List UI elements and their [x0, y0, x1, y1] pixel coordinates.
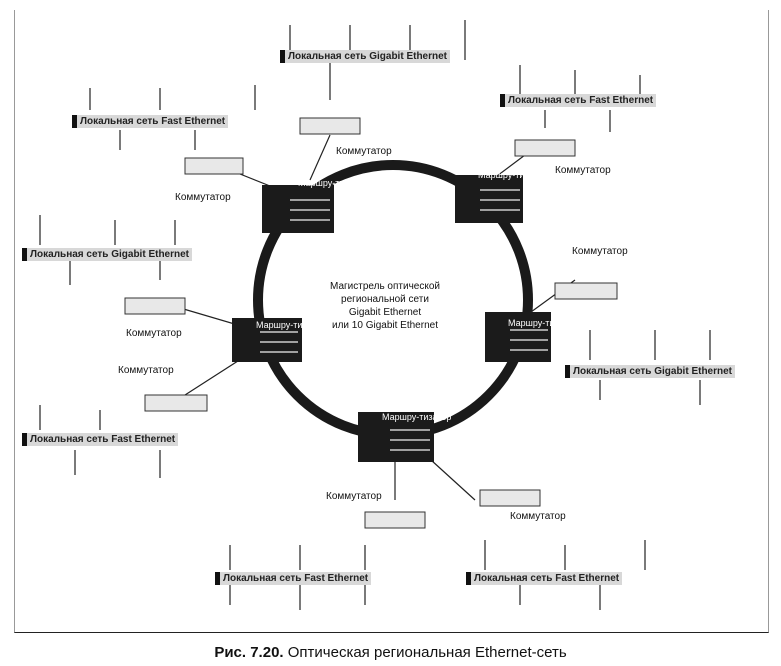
- router-label: Маршру-тизатор: [298, 178, 368, 188]
- switch-left: [124, 297, 186, 315]
- caption-text: Оптическая региональная Ethernet-сеть: [287, 644, 567, 661]
- switch-lower-left: [144, 394, 208, 412]
- router-top-right: [455, 175, 523, 223]
- switch-bottom-right: [479, 489, 541, 507]
- lan-top-right: Локальная сеть Fast Ethernet: [500, 94, 657, 107]
- switches: [124, 117, 618, 529]
- switch-label: Коммутатор: [326, 491, 382, 502]
- lan-top-left: Локальная сеть Fast Ethernet: [72, 115, 229, 128]
- caption-number: Рис. 7.20.: [214, 644, 284, 661]
- lan-right: Локальная сеть Gigabit Ethernet: [565, 365, 736, 378]
- lan-left: Локальная сеть Gigabit Ethernet: [22, 248, 193, 261]
- lan-bottom-right: Локальная сеть Fast Ethernet: [466, 572, 623, 585]
- switch-top: [299, 117, 361, 135]
- router-left: [232, 318, 302, 362]
- switch-label: Коммутатор: [118, 365, 174, 376]
- lan-top: Локальная сеть Gigabit Ethernet: [280, 50, 451, 63]
- switch-label: Коммутатор: [175, 192, 231, 203]
- router-top-left: [262, 185, 334, 233]
- switch-top-right: [514, 139, 576, 157]
- lan-lower-left: Локальная сеть Fast Ethernet: [22, 433, 179, 446]
- switch-top-left: [184, 157, 244, 175]
- router-bottom: [358, 412, 434, 462]
- backbone-label: Магистрель оптической региональной сети …: [330, 281, 440, 331]
- switch-label: Коммутатор: [555, 165, 611, 176]
- switch-label: Коммутатор: [126, 328, 182, 339]
- router-label: Маршру-тизатор: [478, 170, 548, 180]
- switch-label: Коммутатор: [336, 146, 392, 157]
- routers: [232, 175, 551, 462]
- router-label: Маршру-тизатор: [256, 320, 326, 330]
- router-stripes: [260, 189, 548, 451]
- diagram-frame: [14, 10, 769, 633]
- router-label: Маршру-тизатор: [382, 412, 452, 422]
- router-right: [485, 312, 551, 362]
- switch-label: Коммутатор: [510, 511, 566, 522]
- figure-caption: Рис. 7.20. Оптическая региональная Ether…: [0, 644, 781, 661]
- switch-label: Коммутатор: [572, 246, 628, 257]
- lan-bottom-left: Локальная сеть Fast Ethernet: [215, 572, 372, 585]
- switch-right: [554, 282, 618, 300]
- switch-bottom-left: [364, 511, 426, 529]
- router-label: Маршру-тизатор: [508, 318, 578, 328]
